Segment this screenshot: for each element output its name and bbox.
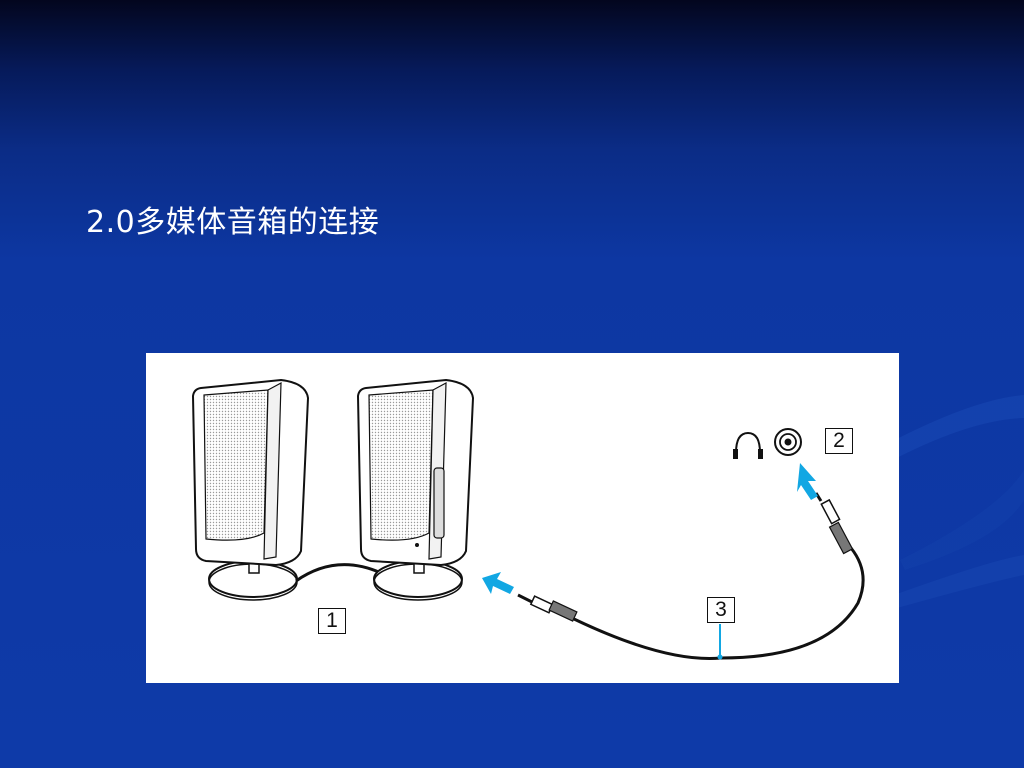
arrow-to-speaker-icon (482, 572, 514, 594)
speaker-plug (517, 593, 578, 622)
audio-jack-icon (774, 428, 802, 456)
diagram-drawing (191, 378, 865, 660)
callout-jack: 2 (825, 428, 853, 454)
headphone-icon (733, 431, 763, 459)
left-speaker (191, 378, 310, 601)
right-speaker (356, 378, 475, 601)
jack-plug (814, 492, 854, 555)
callout-speakers: 1 (318, 608, 346, 634)
audio-cable (573, 547, 865, 660)
slide-title: 2.0多媒体音箱的连接 (86, 205, 380, 240)
callout-cable: 3 (707, 597, 735, 623)
speaker-connection-diagram: 1 2 3 (146, 353, 899, 683)
arrow-to-jack-icon (797, 463, 818, 500)
speaker-link-cable (295, 563, 382, 583)
